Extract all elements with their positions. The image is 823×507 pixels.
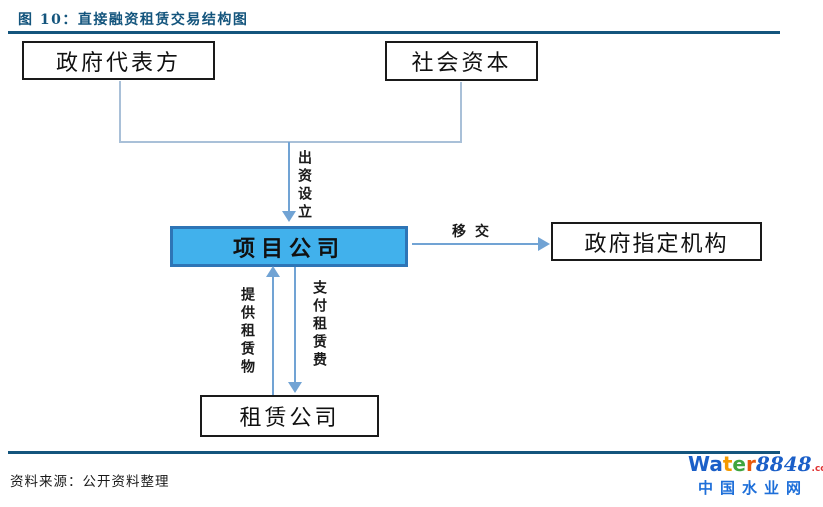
figure-title: 图 10：直接融资租赁交易结构图 [18, 12, 249, 28]
node-leasing-company: 租赁公司 [200, 395, 379, 437]
water8848-logo: Water8848.com 中国水业网 [688, 452, 823, 498]
source-note: 资料来源：公开资料整理 [10, 474, 170, 490]
connector-merge-horizontal [119, 141, 462, 143]
arrowhead-down-icon [288, 382, 302, 393]
node-government-designated-agency: 政府指定机构 [551, 222, 762, 261]
edge-label-transfer: 移交 [452, 224, 498, 240]
connector-invest-setup-line [288, 142, 290, 212]
connector-transfer-line [412, 243, 539, 245]
logo-letter: .com [811, 464, 823, 474]
node-government-representative: 政府代表方 [22, 41, 215, 80]
logo-letter: W [688, 452, 710, 476]
logo-tagline: 中国水业网 [697, 479, 808, 497]
logo-letter: 8848 [755, 452, 812, 476]
edge-label-invest-setup: 出资设立 [296, 150, 312, 222]
logo-letter: a [709, 452, 723, 476]
node-project-company: 项目公司 [170, 226, 408, 267]
title-divider-rule [8, 31, 780, 34]
footer-divider-rule [8, 451, 780, 454]
connector-gov-rep-drop [119, 81, 121, 142]
arrowhead-right-icon [538, 237, 550, 251]
edge-label-provide-leased-asset: 提供租赁物 [239, 287, 255, 377]
logo-letter: t [722, 452, 733, 476]
logo-letter: r [746, 452, 756, 476]
connector-pay-rent-line [294, 267, 296, 383]
connector-social-capital-drop [460, 82, 462, 142]
arrowhead-up-icon [266, 266, 280, 277]
edge-label-pay-rent: 支付租赁费 [311, 280, 327, 370]
node-social-capital: 社会资本 [385, 41, 538, 81]
connector-provide-asset-line [272, 276, 274, 395]
logo-letter: e [732, 452, 746, 476]
arrowhead-down-icon [282, 211, 296, 222]
logo-wordmark: Water8848.com [688, 452, 823, 476]
